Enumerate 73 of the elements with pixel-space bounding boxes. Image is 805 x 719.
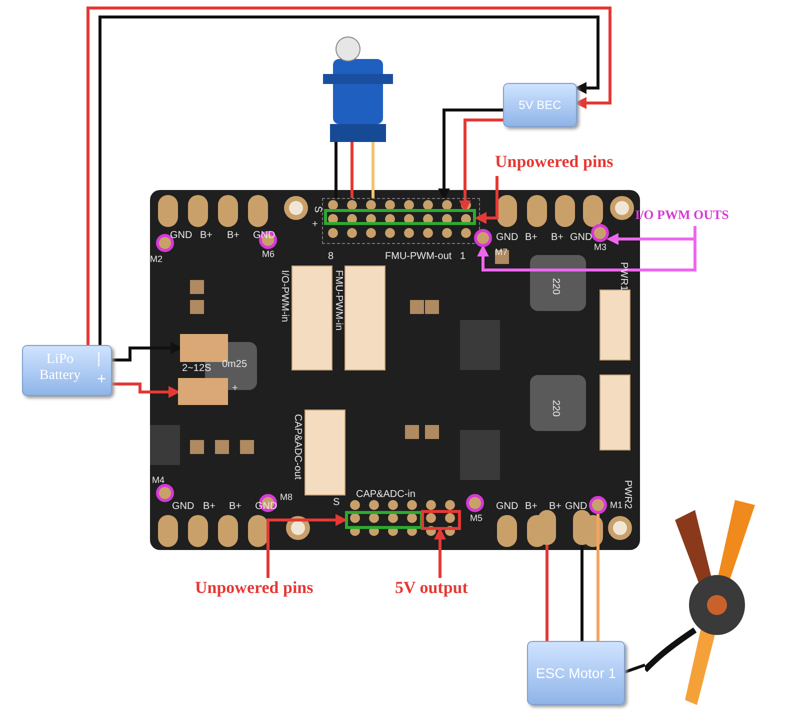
callout-text: Unpowered pins — [495, 152, 614, 171]
pad-label: M5 — [470, 514, 483, 523]
silkscreen-label: 220 — [550, 278, 560, 295]
pin-row-highlight — [421, 510, 461, 530]
esc-box — [527, 641, 625, 705]
silkscreen-label: PWR2 — [622, 480, 632, 509]
silkscreen-label: B+ — [551, 233, 564, 243]
silkscreen-label: 1 — [460, 252, 466, 262]
silkscreen-label: B+ — [229, 502, 242, 512]
silkscreen-label: PWR1 — [618, 262, 628, 291]
wire — [372, 142, 374, 198]
power-pad — [178, 378, 228, 405]
wire — [334, 142, 338, 198]
battery-box — [22, 345, 112, 396]
pin-row-highlight — [324, 209, 476, 225]
callout-text: 5V output — [395, 578, 468, 597]
solder-pad — [573, 510, 591, 545]
silkscreen-label: B+ — [227, 231, 240, 241]
silkscreen-label: GND — [253, 231, 276, 241]
arrow — [438, 108, 503, 200]
silkscreen-label: B+ — [525, 502, 538, 512]
pad-label: M6 — [262, 250, 275, 259]
box-label: ESC Motor 1 — [536, 665, 616, 681]
solder-pad — [538, 510, 556, 545]
silkscreen-label: 8 — [328, 252, 334, 262]
pad-label: M1 — [610, 501, 623, 510]
silkscreen-label: 2~12S — [182, 364, 212, 374]
silkscreen-label: S — [333, 498, 340, 508]
arrow — [266, 514, 348, 578]
wire — [580, 545, 584, 641]
pad-label: M7 — [495, 248, 508, 257]
silkscreen-label: B+ — [549, 502, 562, 512]
silkscreen-label: FMU-PWM-in — [333, 270, 343, 331]
silkscreen-label: GND — [255, 502, 278, 512]
box-label: 5V BEC — [518, 98, 562, 112]
arrow — [434, 528, 446, 578]
silkscreen-label: B+ — [200, 231, 213, 241]
silkscreen-label: GND — [170, 231, 192, 241]
silkscreen-label: 0m25 — [222, 360, 248, 370]
box-label: LiPo Battery — [38, 352, 82, 384]
silkscreen-label: GND — [570, 233, 592, 243]
arrow — [112, 342, 182, 362]
silkscreen-label: + — [232, 384, 238, 394]
power-pad — [180, 334, 228, 362]
pad-label: M3 — [594, 243, 607, 252]
silkscreen-label: CAP&ADC-out — [292, 414, 302, 480]
wire — [624, 664, 646, 674]
polarity-mark: | — [97, 350, 101, 368]
silkscreen-label: GND — [565, 502, 588, 512]
polarity-mark: + — [97, 371, 106, 389]
silkscreen-label: GND — [496, 233, 518, 243]
pad-label: M2 — [150, 255, 163, 264]
arrow — [112, 382, 180, 398]
silkscreen-label: GND — [172, 502, 194, 512]
pin-header-outline — [322, 198, 480, 244]
silkscreen-label: I/O-PWM-in — [279, 270, 289, 322]
wire — [596, 514, 600, 641]
silkscreen-label: + — [312, 220, 318, 230]
silkscreen-label: S — [312, 206, 322, 213]
silkscreen-label: B+ — [203, 502, 216, 512]
converter-box — [503, 83, 577, 127]
silkscreen-label: 220 — [550, 400, 560, 417]
callout-text: Unpowered pins — [195, 578, 314, 597]
silkscreen-label: CAP&ADC-in — [356, 490, 416, 500]
pad-label: M4 — [152, 476, 165, 485]
silkscreen-label: FMU-PWM-out — [385, 252, 452, 262]
arrow — [474, 176, 498, 224]
pad-label: M8 — [280, 493, 293, 502]
wire — [546, 545, 548, 641]
silkscreen-label: GND — [496, 502, 518, 512]
silkscreen-label: B+ — [525, 233, 538, 243]
wire — [350, 142, 354, 198]
pin-row-highlight — [345, 511, 423, 529]
